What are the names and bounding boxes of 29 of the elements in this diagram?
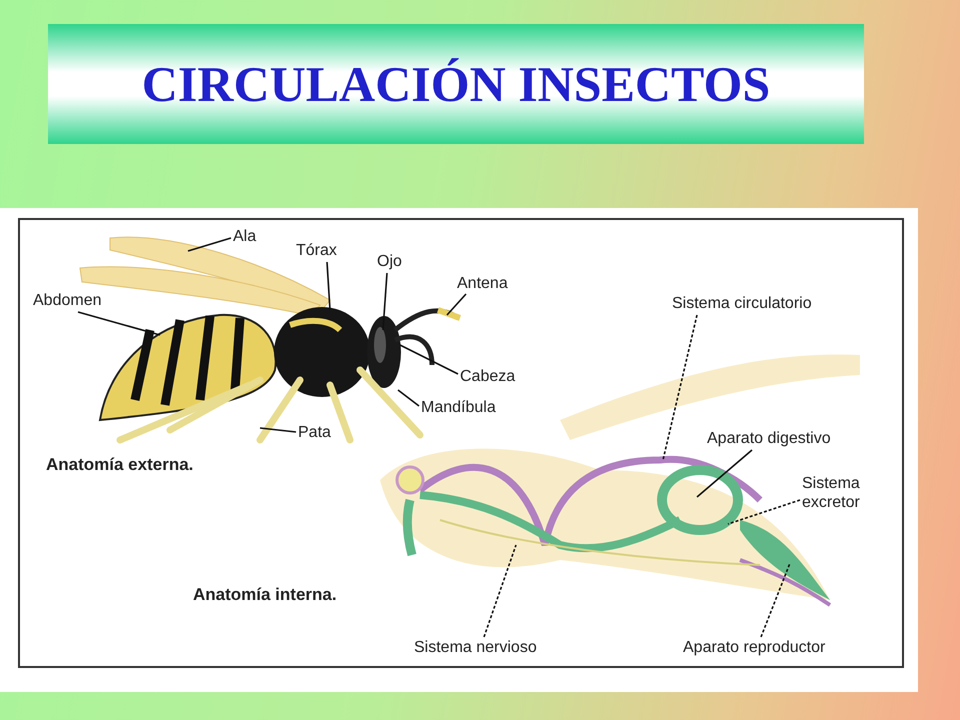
part-label: Sistema circulatorio xyxy=(672,294,812,313)
leader-line xyxy=(78,311,160,336)
section-caption: Anatomía interna. xyxy=(193,585,337,604)
part-label: Tórax xyxy=(296,241,337,260)
part-label: Abdomen xyxy=(33,291,102,310)
part-label: Antena xyxy=(457,274,508,293)
leader-line xyxy=(188,237,232,252)
part-label: Pata xyxy=(298,423,331,442)
part-label: Cabeza xyxy=(460,367,516,386)
leader-line xyxy=(400,344,458,375)
title: CIRCULACIÓN INSECTOS xyxy=(142,55,770,113)
part-label: Ojo xyxy=(377,252,402,271)
part-label: Aparato reproductor xyxy=(683,638,826,657)
leader-line xyxy=(398,389,420,407)
leader-line xyxy=(728,499,800,525)
part-label: Ala xyxy=(233,227,256,246)
leader-line xyxy=(696,449,753,498)
part-label: Mandíbula xyxy=(421,398,496,417)
leader-line xyxy=(260,427,296,433)
leader-line xyxy=(326,262,331,310)
leader-line xyxy=(662,314,698,460)
leader-line xyxy=(382,272,388,330)
leader-line xyxy=(760,562,791,638)
leader-line xyxy=(483,544,517,638)
leader-line xyxy=(446,293,467,316)
part-label: Sistema excretor xyxy=(802,474,892,512)
part-label: Aparato digestivo xyxy=(707,429,831,448)
section-caption: Anatomía externa. xyxy=(46,455,194,474)
part-label: Sistema nervioso xyxy=(414,638,537,657)
